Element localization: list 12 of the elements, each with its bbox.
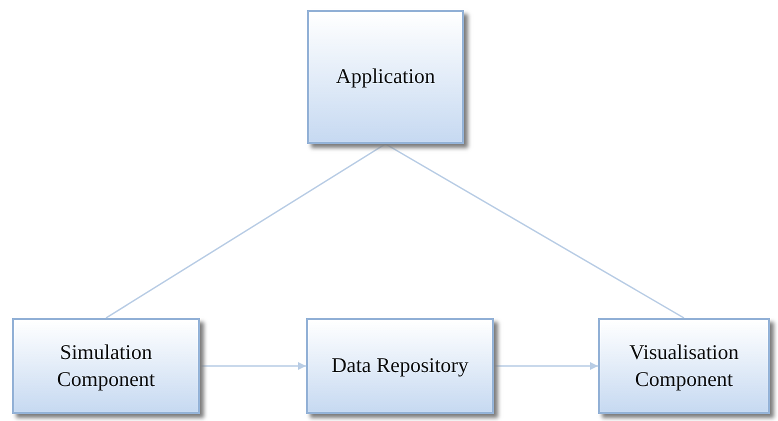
component-box <box>598 318 770 414</box>
connector-line <box>385 143 684 319</box>
component-box <box>307 10 464 144</box>
box-label: Simulation Component <box>56 338 156 393</box>
arrow <box>200 362 306 370</box>
connector-line <box>106 143 386 319</box>
component-box <box>306 318 494 414</box>
component-box <box>12 318 200 414</box>
box-label: Application <box>336 63 436 90</box>
arrow <box>494 362 598 370</box>
box-label: Visualisation Component <box>628 338 740 393</box>
box-label: Data Repository <box>331 352 469 380</box>
